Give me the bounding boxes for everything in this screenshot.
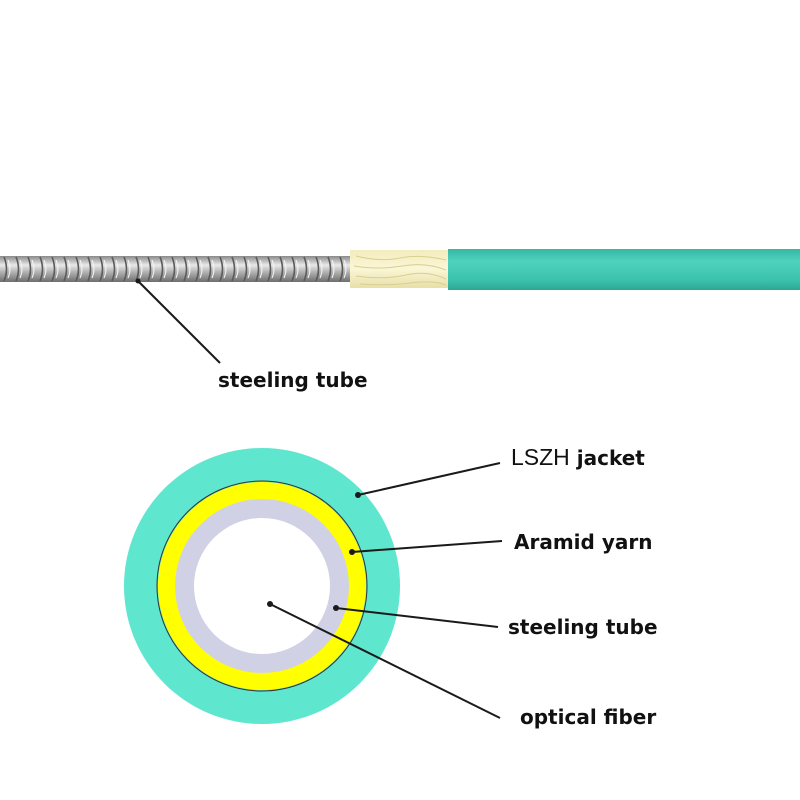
- steel-tube-corrugation: [315, 256, 320, 282]
- aramid-yarn-strands: [353, 255, 447, 286]
- steel-tube-highlight: [67, 259, 71, 279]
- steel-tube-corrugation: [159, 256, 164, 282]
- steel-tube-corrugation: [279, 256, 284, 282]
- steel-tube-highlight: [283, 259, 287, 279]
- label-lszh-prefix: LSZH: [511, 444, 570, 470]
- leader-steel-top: [137, 280, 221, 364]
- leader-jacket: [357, 462, 501, 496]
- label-optical-fiber: optical fiber: [520, 705, 657, 729]
- label-aramid-yarn: Aramid yarn: [514, 530, 653, 554]
- leader-dot-steel-bottom: [333, 605, 339, 611]
- label-jacket-suffix: jacket: [569, 446, 645, 470]
- steel-tube-highlight: [91, 259, 95, 279]
- jacket-inner-edge: [156, 480, 368, 692]
- label-lszh-jacket: LSZH jacket: [511, 446, 645, 469]
- steel-tube-highlight: [127, 259, 131, 279]
- steel-tube-highlight: [223, 259, 227, 279]
- steel-tube-corrugation: [75, 256, 80, 282]
- steel-tube-corrugation: [207, 256, 212, 282]
- steel-tube-highlight: [7, 259, 11, 279]
- steel-tube-highlight: [199, 259, 203, 279]
- lszh-jacket-side: [448, 249, 800, 290]
- steel-tube-highlight: [43, 259, 47, 279]
- steel-tube-corrugation: [219, 256, 224, 282]
- label-steeling-tube-top: steeling tube: [218, 368, 368, 392]
- steel-tube-corrugation: [243, 256, 248, 282]
- steel-tube-corrugation: [195, 256, 200, 282]
- steel-tube-highlight: [55, 259, 59, 279]
- steel-tube-highlight: [19, 259, 23, 279]
- leader-steel-bottom: [335, 607, 499, 628]
- leader-lines: [135, 278, 503, 719]
- steel-tube-corrugation: [231, 256, 236, 282]
- steel-tube-corrugation: [267, 256, 272, 282]
- steel-tube-highlight: [343, 259, 347, 279]
- steel-tube-highlight: [151, 259, 155, 279]
- steel-tube-highlight: [163, 259, 167, 279]
- steel-tube-highlight: [247, 259, 251, 279]
- steel-tube-highlight: [259, 259, 263, 279]
- steel-tube-corrugation: [327, 256, 332, 282]
- steel-tube-corrugation: [291, 256, 296, 282]
- steel-tube-corrugation: [51, 256, 56, 282]
- steel-tube-corrugation: [99, 256, 104, 282]
- leader-dot-aramid: [349, 549, 355, 555]
- leader-fiber: [269, 603, 501, 719]
- steel-tube-corrugation: [183, 256, 188, 282]
- leader-dot-fiber: [267, 601, 273, 607]
- steel-tube-corrugation: [15, 256, 20, 282]
- steel-tube-corrugation: [147, 256, 152, 282]
- steel-tube-highlight: [211, 259, 215, 279]
- steel-tube-corrugation: [39, 256, 44, 282]
- leader-dot-jacket: [355, 492, 361, 498]
- steel-tube-corrugation: [111, 256, 116, 282]
- steel-tube-highlight: [103, 259, 107, 279]
- steel-tube-corrugation: [63, 256, 68, 282]
- steel-tube-corrugation: [27, 256, 32, 282]
- steel-tube-highlight: [31, 259, 35, 279]
- steel-tube-highlight: [139, 259, 143, 279]
- steel-tube-highlight: [331, 259, 335, 279]
- steel-tube-corrugation: [87, 256, 92, 282]
- steel-tube-highlight: [307, 259, 311, 279]
- steel-tube-corrugation: [123, 256, 128, 282]
- label-steeling-tube-bottom: steeling tube: [508, 615, 658, 639]
- steel-tube-corrugation: [3, 256, 8, 282]
- leader-dot-steel-top: [135, 278, 141, 284]
- steel-tube-highlight: [79, 259, 83, 279]
- steel-tube-highlight: [295, 259, 299, 279]
- cable-cross-section: [124, 448, 400, 724]
- steel-tube-highlight: [319, 259, 323, 279]
- steel-tube-highlight: [271, 259, 275, 279]
- steel-tube-corrugation: [171, 256, 176, 282]
- leader-aramid: [351, 540, 503, 553]
- steel-tube-highlight: [235, 259, 239, 279]
- optical-fiber-core: [194, 518, 330, 654]
- cable-side-view: [0, 249, 800, 290]
- aramid-yarn-side: [350, 250, 450, 288]
- steel-tube-highlight: [187, 259, 191, 279]
- steel-tube-corrugation: [303, 256, 308, 282]
- steel-tube-corrugation: [255, 256, 260, 282]
- steel-tube-highlight: [175, 259, 179, 279]
- steel-tube-segments: [3, 256, 347, 282]
- steel-tube-highlight: [115, 259, 119, 279]
- steel-tube-corrugation: [339, 256, 344, 282]
